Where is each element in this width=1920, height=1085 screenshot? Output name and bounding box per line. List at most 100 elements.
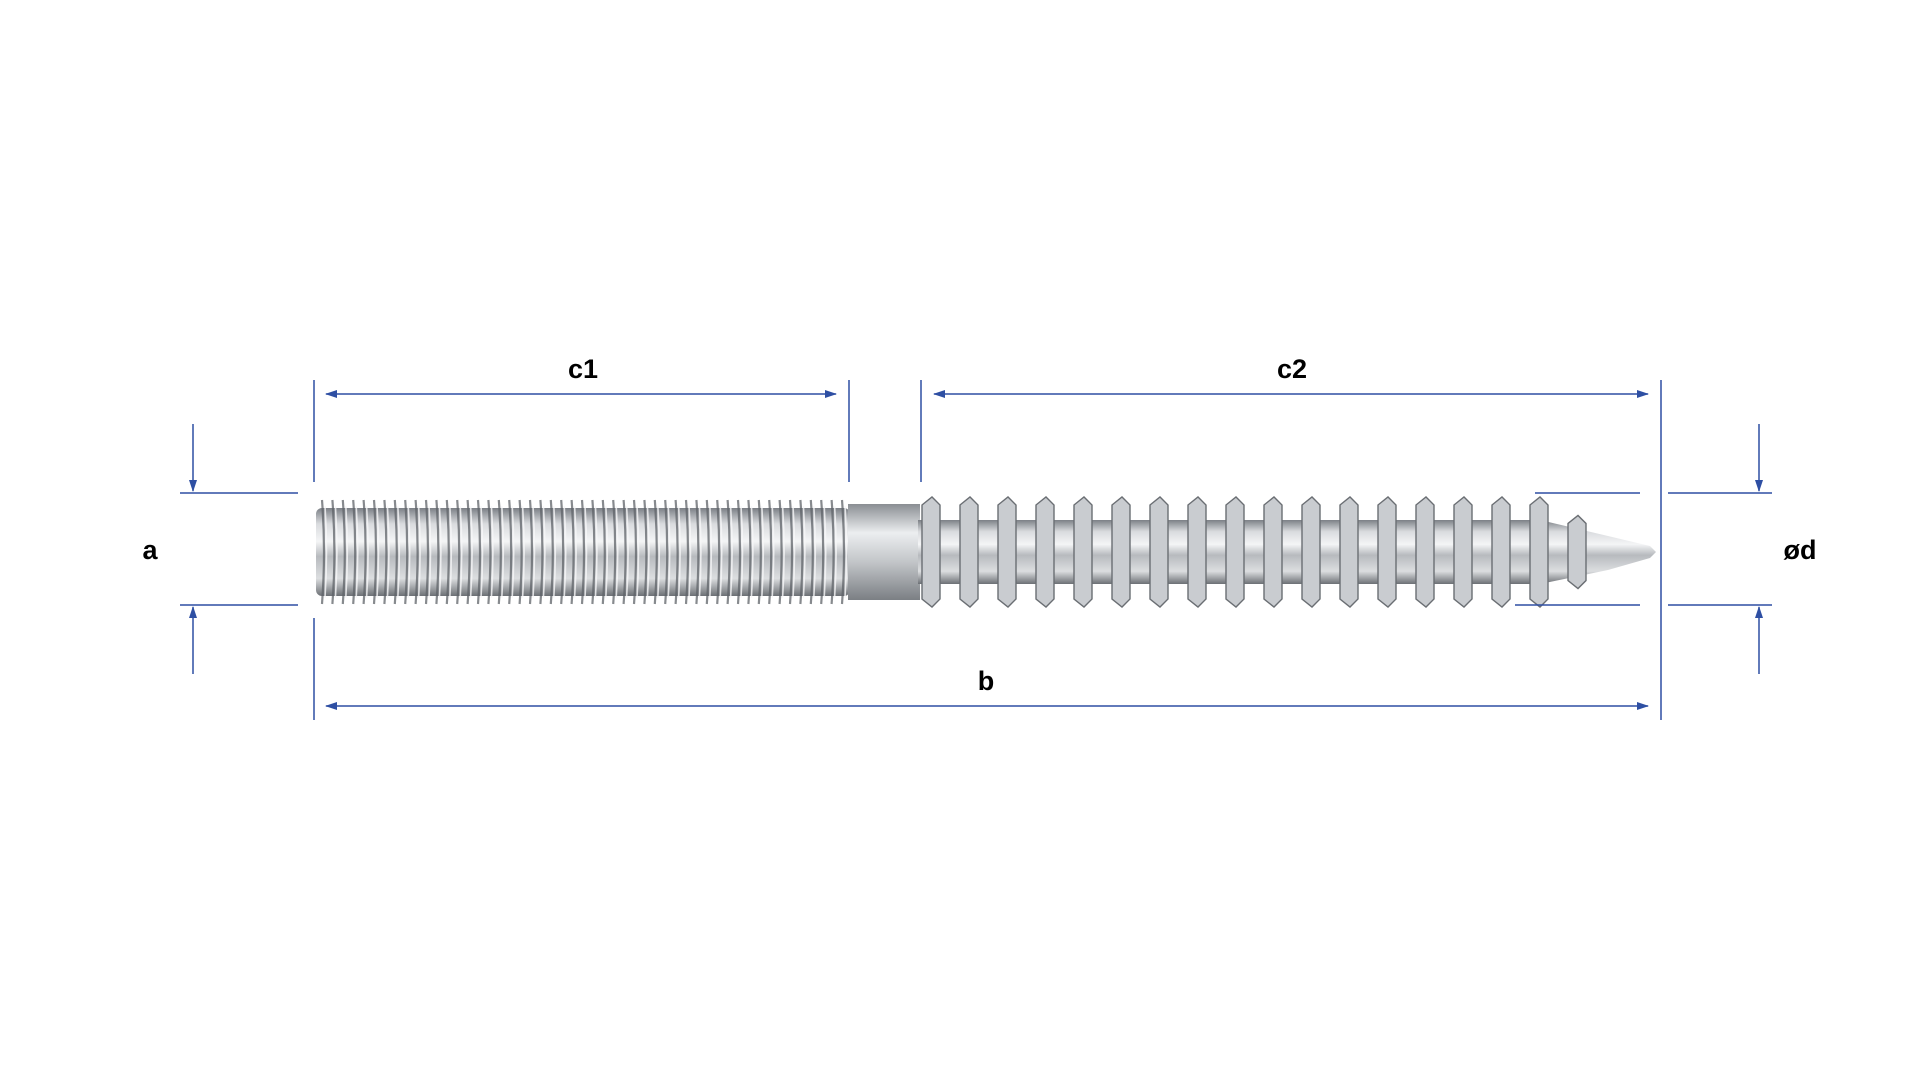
- machine-thread-crest: [747, 499, 752, 605]
- machine-thread-crest: [726, 499, 731, 605]
- dimension-b: [313, 618, 1649, 720]
- a-label: a: [142, 535, 158, 565]
- machine-thread-highlight: [771, 505, 775, 599]
- machine-thread-crest: [736, 499, 742, 605]
- machine-thread-highlight: [615, 505, 619, 599]
- machine-thread-crest: [549, 499, 554, 605]
- machine-thread-highlight: [553, 505, 557, 599]
- machine-thread-crest: [674, 499, 679, 605]
- machine-thread-highlight: [386, 505, 390, 599]
- machine-thread-crest: [799, 499, 804, 605]
- d-label: ød: [1784, 535, 1817, 565]
- machine-thread-crests: [320, 499, 848, 605]
- wood-thread-crest: [1529, 496, 1549, 608]
- machine-thread-crest: [778, 499, 783, 605]
- c2-label: c2: [1277, 354, 1307, 384]
- machine-thread-highlight: [573, 505, 577, 599]
- machine-thread-crest: [622, 499, 627, 605]
- machine-thread-crest: [705, 499, 710, 605]
- machine-thread-highlight: [563, 505, 567, 599]
- machine-thread-crest: [830, 499, 835, 605]
- machine-thread-highlight: [792, 505, 796, 599]
- wood-thread-crest: [1225, 496, 1245, 608]
- wood-thread-crest: [1377, 496, 1397, 608]
- hanger-bolt-icon: [316, 496, 1656, 608]
- machine-thread-crest: [612, 499, 617, 605]
- machine-thread-highlight: [657, 505, 661, 599]
- machine-thread-crest: [424, 499, 430, 605]
- machine-thread-crest: [591, 499, 596, 605]
- machine-thread-highlight: [417, 505, 421, 599]
- machine-thread-highlight: [740, 505, 744, 599]
- machine-thread-crest: [580, 499, 586, 605]
- machine-thread-crest: [383, 499, 388, 605]
- machine-thread-crest: [560, 499, 565, 605]
- dimension-c1: [313, 380, 850, 482]
- machine-thread-crest: [341, 499, 346, 605]
- machine-thread-highlight: [750, 505, 754, 599]
- machine-thread-crest: [757, 499, 762, 605]
- machine-thread-highlight: [781, 505, 785, 599]
- machine-thread-highlight: [397, 505, 401, 599]
- machine-thread-highlight: [376, 505, 380, 599]
- machine-thread-crest: [320, 499, 326, 605]
- machine-thread-crest: [393, 499, 398, 605]
- machine-thread-crest: [518, 499, 523, 605]
- machine-thread-highlight: [501, 505, 505, 599]
- machine-thread-crest: [487, 499, 492, 605]
- wood-thread-crest: [1035, 496, 1055, 608]
- machine-thread-highlight: [594, 505, 598, 599]
- machine-thread-crest: [601, 499, 606, 605]
- machine-thread-crest: [435, 499, 440, 605]
- machine-thread-highlight: [625, 505, 629, 599]
- machine-thread-highlight: [428, 505, 432, 599]
- machine-thread-crest: [684, 499, 690, 605]
- machine-thread-highlight: [334, 505, 338, 599]
- machine-thread-highlight: [407, 505, 411, 599]
- machine-thread-crest: [352, 499, 357, 605]
- machine-thread-crest: [476, 499, 482, 605]
- machine-thread-crest: [695, 499, 700, 605]
- machine-thread-crest: [653, 499, 658, 605]
- machine-thread-crest: [404, 499, 409, 605]
- wood-thread-crest: [1567, 514, 1587, 590]
- wood-thread-crest: [1073, 496, 1093, 608]
- machine-thread-crest: [840, 499, 846, 605]
- wood-thread-crest: [1301, 496, 1321, 608]
- machine-thread-crest: [570, 499, 575, 605]
- machine-thread-highlight: [449, 505, 453, 599]
- b-label: b: [978, 666, 995, 696]
- machine-thread-crest: [820, 499, 825, 605]
- wood-thread-crest: [1149, 496, 1169, 608]
- c1-label: c1: [568, 354, 598, 384]
- machine-thread-crest: [466, 499, 471, 605]
- wood-thread-crest: [1415, 496, 1435, 608]
- wood-thread-crest: [1187, 496, 1207, 608]
- machine-thread-highlight: [677, 505, 681, 599]
- machine-thread-highlight: [605, 505, 609, 599]
- machine-thread-highlight: [844, 505, 848, 599]
- machine-thread-crest: [508, 499, 513, 605]
- wood-thread-crest: [1339, 496, 1359, 608]
- machine-thread-crest: [632, 499, 638, 605]
- machine-thread-highlight: [324, 505, 328, 599]
- machine-thread-highlight: [833, 505, 837, 599]
- machine-thread-highlight: [761, 505, 765, 599]
- wood-thread-crest: [1111, 496, 1131, 608]
- machine-thread-highlight: [490, 505, 494, 599]
- machine-thread-crest: [809, 499, 814, 605]
- machine-thread-highlight: [521, 505, 525, 599]
- wood-thread-crest: [921, 496, 941, 608]
- machine-thread-highlight: [511, 505, 515, 599]
- machine-thread-crest: [456, 499, 461, 605]
- machine-thread-highlight: [459, 505, 463, 599]
- machine-thread-highlight: [480, 505, 484, 599]
- dimension-c2: [920, 380, 1662, 720]
- dimension-a: [180, 424, 298, 674]
- wood-thread-crest: [959, 496, 979, 608]
- machine-thread-crest: [664, 499, 669, 605]
- machine-thread-crest: [788, 499, 794, 605]
- machine-thread-crest: [331, 499, 336, 605]
